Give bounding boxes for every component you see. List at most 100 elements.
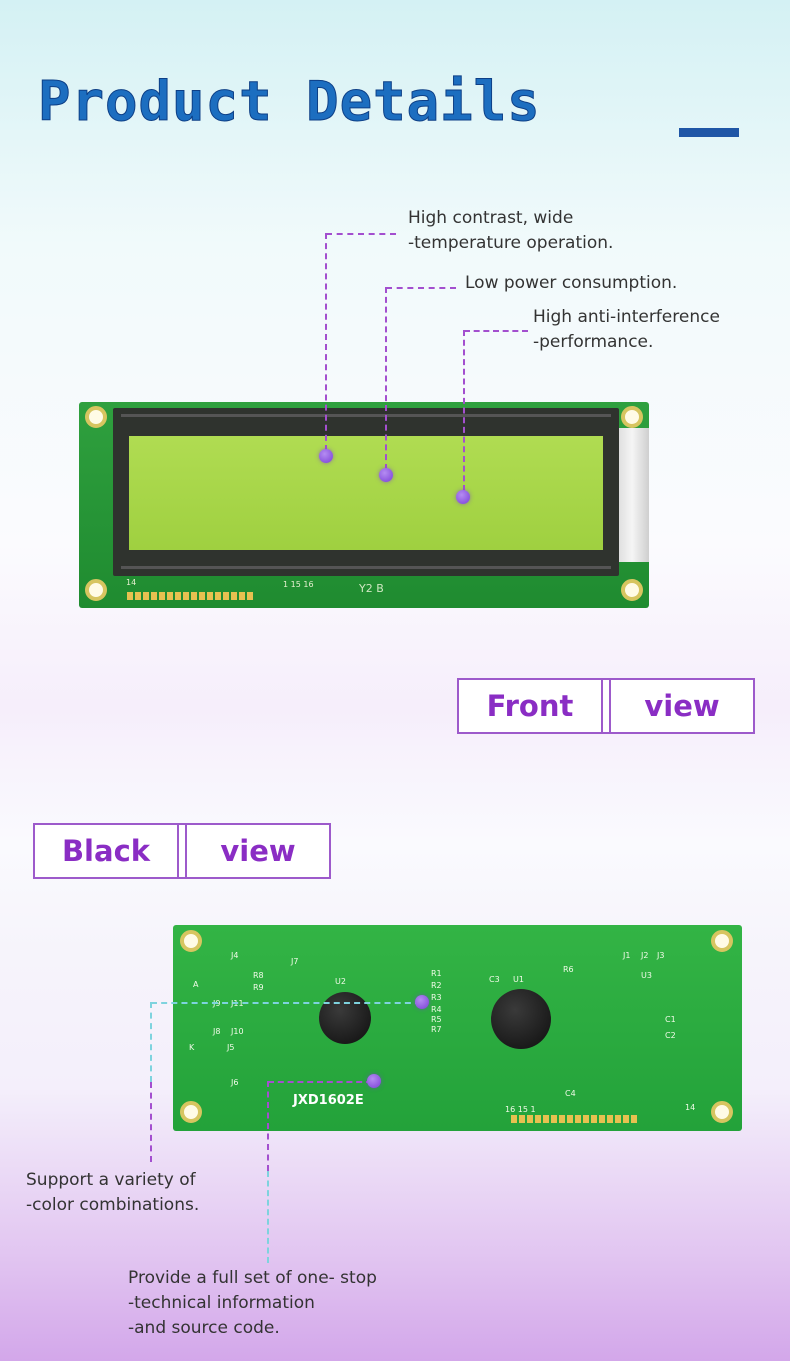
chip-u2-blob xyxy=(319,992,371,1044)
mount-hole xyxy=(180,930,202,952)
header-pin xyxy=(551,1115,557,1123)
header-pin xyxy=(231,592,237,600)
annotation-interference: High anti-interference -performance. xyxy=(533,307,720,352)
mount-hole xyxy=(621,406,643,428)
header-pin xyxy=(127,592,133,600)
mount-hole xyxy=(711,930,733,952)
callout-line xyxy=(386,287,456,289)
board-label: Y2 B xyxy=(359,582,384,595)
header-pin xyxy=(151,592,157,600)
header-pin xyxy=(591,1115,597,1123)
label-divider xyxy=(601,680,611,732)
pad-label: J4 xyxy=(231,951,239,960)
callout-line xyxy=(150,1002,152,1082)
annotation-technical-info: Provide a full set of one- stop -technic… xyxy=(128,1268,377,1338)
page-title: Product Details xyxy=(38,70,541,134)
pad-label: R4 xyxy=(431,1005,442,1014)
header-pin xyxy=(575,1115,581,1123)
callout-dot xyxy=(319,449,333,463)
annotation-colors: Support a variety of -color combinations… xyxy=(26,1170,200,1215)
header-pin xyxy=(511,1115,517,1123)
header-pin xyxy=(183,592,189,600)
callout-line xyxy=(150,1082,152,1162)
pad-label: C3 xyxy=(489,975,500,984)
mount-hole xyxy=(621,579,643,601)
mount-hole xyxy=(180,1101,202,1123)
header-pin xyxy=(623,1115,629,1123)
pad-label: R5 xyxy=(431,1015,442,1024)
pad-label: J3 xyxy=(657,951,665,960)
back-pin-header xyxy=(511,1115,701,1127)
header-pin xyxy=(519,1115,525,1123)
pad-label: R7 xyxy=(431,1025,442,1034)
pad-label: J10 xyxy=(231,1027,244,1036)
pad-label: J8 xyxy=(213,1027,221,1036)
mount-hole xyxy=(85,579,107,601)
header-pin xyxy=(135,592,141,600)
callout-line xyxy=(151,1002,421,1004)
callout-dot xyxy=(456,490,470,504)
pad-label: K xyxy=(189,1043,195,1052)
pad-label: C4 xyxy=(565,1089,576,1098)
header-pin xyxy=(191,592,197,600)
callout-line xyxy=(326,233,396,235)
pad-label: R6 xyxy=(563,965,574,974)
pad-label: U1 xyxy=(513,975,524,984)
pad-label: R1 xyxy=(431,969,442,978)
callout-line xyxy=(267,1081,269,1171)
header-pin xyxy=(207,592,213,600)
header-pin xyxy=(143,592,149,600)
front-pin-header xyxy=(127,592,317,604)
back-view-left: Black xyxy=(61,834,151,868)
lcd-bezel xyxy=(113,408,619,576)
mount-hole xyxy=(711,1101,733,1123)
pad-label: A xyxy=(193,980,199,989)
callout-line xyxy=(385,287,387,470)
pad-label: C1 xyxy=(665,1015,676,1024)
header-pin xyxy=(239,592,245,600)
callout-dot xyxy=(415,995,429,1009)
pad-label: U3 xyxy=(641,971,652,980)
front-view-left: Front xyxy=(486,689,574,723)
mount-hole xyxy=(85,406,107,428)
header-pin xyxy=(631,1115,637,1123)
front-view-label: Front view xyxy=(457,678,755,734)
front-lcd-module: 14 1 15 16 Y2 B xyxy=(79,402,649,608)
annotation-contrast: High contrast, wide -temperature operati… xyxy=(408,208,614,253)
pad-label: C2 xyxy=(665,1031,676,1040)
callout-line xyxy=(464,330,528,332)
header-pin xyxy=(583,1115,589,1123)
chip-u1-blob xyxy=(491,989,551,1049)
header-pin xyxy=(559,1115,565,1123)
callout-line xyxy=(268,1081,372,1083)
lcd-screen xyxy=(129,436,603,550)
header-pin xyxy=(167,592,173,600)
back-view-right: view xyxy=(220,834,296,868)
header-pin xyxy=(247,592,253,600)
pad-label: J6 xyxy=(231,1078,239,1087)
board-model-text: JXD1602E xyxy=(293,1093,364,1108)
front-view-right: view xyxy=(644,689,720,723)
pad-label: J5 xyxy=(227,1043,235,1052)
header-pin xyxy=(215,592,221,600)
pin-label-14: 14 xyxy=(126,578,137,587)
pad-label: J2 xyxy=(641,951,649,960)
bezel-rail xyxy=(121,414,611,417)
pad-label: R9 xyxy=(253,983,264,992)
title-accent-bar xyxy=(679,128,739,137)
callout-line xyxy=(463,330,465,491)
header-pin xyxy=(607,1115,613,1123)
pin-label-1-15-16: 1 15 16 xyxy=(283,580,314,589)
header-pin xyxy=(535,1115,541,1123)
header-pin xyxy=(599,1115,605,1123)
callout-dot xyxy=(367,1074,381,1088)
pad-label: R2 xyxy=(431,981,442,990)
callout-line xyxy=(267,1171,269,1263)
pad-label: J7 xyxy=(291,957,299,966)
pad-label: U2 xyxy=(335,977,346,986)
pad-label: 14 xyxy=(685,1103,696,1112)
pad-label: R8 xyxy=(253,971,264,980)
header-pin xyxy=(223,592,229,600)
